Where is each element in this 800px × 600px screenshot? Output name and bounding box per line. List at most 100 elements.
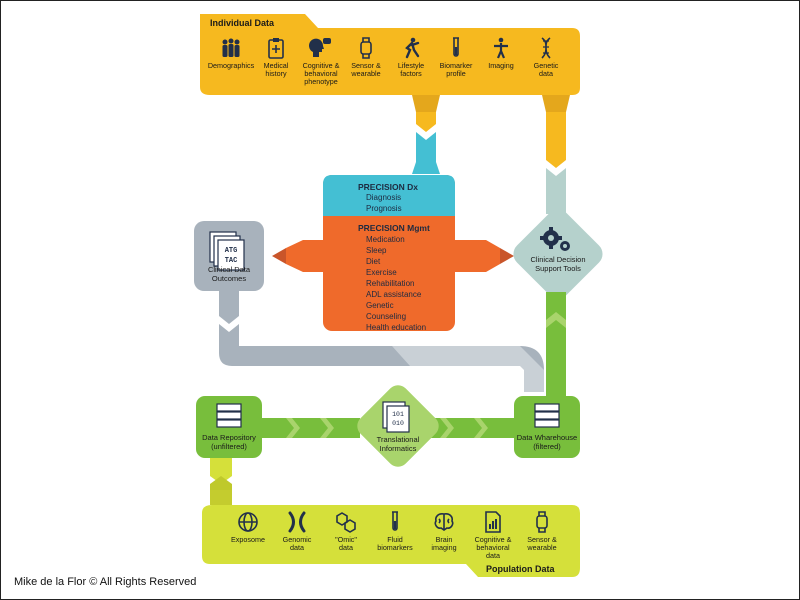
data-source-item: Genomic data (269, 510, 325, 552)
precision-mgmt-item: Medication (366, 235, 405, 244)
decision-support-label: Clinical Decision Support Tools (530, 255, 586, 273)
precision-mgmt-item: Diet (366, 257, 381, 266)
right-column-yellow (546, 112, 566, 168)
precision-mgmt-title: PRECISION Mgmt (358, 223, 430, 233)
data-source-label: Biomarker profile (439, 61, 473, 78)
data-source-item: Medical history (248, 36, 304, 78)
smartwatch-icon (536, 511, 548, 533)
data-source-label: Brain imaging (431, 535, 457, 552)
green-chevron-4 (474, 418, 488, 438)
panel-connector-left (412, 95, 440, 112)
data-source-item: Genetic data (518, 36, 574, 78)
head-speech-icon (309, 38, 331, 57)
body-scan-icon (494, 37, 508, 59)
data-source-item: Lifestyle factors (383, 36, 439, 78)
atg-text-line-1: ATG (225, 247, 238, 255)
data-source-label: Genomic data (282, 535, 312, 552)
lime-connector-dark (210, 490, 232, 505)
precision-mgmt-item: Sleep (366, 246, 387, 255)
individual-data-title: Individual Data (210, 18, 275, 28)
precision-dx-item: Prognosis (366, 203, 402, 213)
binary-text-line-2: 010 (392, 420, 404, 427)
lime-connector (210, 458, 232, 484)
copyright-credit: Mike de la Flor © All Rights Reserved (14, 576, 197, 588)
data-source-label: Exposome (231, 535, 265, 544)
data-source-label: Genetic data (533, 61, 559, 78)
green-chevron-2 (320, 418, 334, 438)
globe-icon (238, 512, 258, 532)
gray-flow-highlight (392, 346, 544, 392)
document-stack-icon: ATG TAC (209, 231, 245, 271)
warehouse-label: Data Wharehouse (filtered) (516, 433, 578, 451)
arrow-support-to-mgmt (455, 240, 500, 272)
precision-mgmt-item: Rehabilitation (366, 279, 415, 288)
exercise-person-icon (405, 37, 420, 59)
arrow-mgmt-to-outcomes-head (272, 248, 286, 264)
data-repository-label: Data Repository (unfiltered) (202, 433, 256, 451)
data-source-item: Imaging (473, 36, 529, 70)
data-source-item: Biomarker profile (428, 36, 484, 78)
data-source-item: Brain imaging (416, 510, 472, 552)
gray-flow-across (219, 324, 544, 392)
data-source-label: Medical history (263, 61, 289, 78)
data-source-item: Demographics (203, 36, 259, 70)
lime-connector-chevron (210, 476, 232, 490)
panel-connector-right (542, 95, 570, 112)
data-source-label: Cognitive & behavioral phenotype (302, 61, 340, 86)
molecule-icon (336, 512, 356, 533)
data-source-item: Cognitive & behavioral phenotype (293, 36, 349, 86)
arrow-individual-to-dx-yellow (416, 112, 436, 132)
data-source-item: "Omic" data (318, 510, 374, 552)
right-column-green (546, 292, 566, 396)
smartwatch-icon (360, 37, 372, 59)
data-source-label: Fluid biomarkers (377, 535, 413, 552)
server-icon-repository (216, 403, 242, 428)
clinical-outcomes-label: Clinical Data Outcomes (207, 265, 251, 283)
data-source-item: Fluid biomarkers (367, 510, 423, 552)
data-source-item: Exposome (220, 510, 276, 544)
brain-icon (434, 513, 454, 531)
precision-dx-header (323, 175, 455, 216)
right-column-green-chevron (546, 312, 566, 328)
data-source-label: Sensor & wearable (351, 61, 381, 78)
data-source-label: Lifestyle factors (397, 61, 425, 78)
green-chevron-1 (286, 418, 300, 438)
data-source-item: Sensor & wearable (338, 36, 394, 78)
test-tube-icon (453, 37, 459, 57)
data-source-label: Cognitive & behavioral data (474, 535, 512, 560)
green-flow-left (262, 418, 360, 438)
precision-mgmt-item: ADL assistance (366, 290, 422, 299)
precision-dx-item: Diagnosis (366, 193, 402, 202)
gray-flow-down (219, 291, 239, 324)
data-source-label: "Omic" data (335, 535, 357, 552)
dna-icon (541, 37, 551, 59)
arrow-individual-to-dx-teal (412, 132, 440, 174)
precision-dx-title: PRECISION Dx (358, 182, 418, 192)
document-chart-icon (485, 511, 501, 533)
data-source-label: Imaging (488, 61, 514, 70)
precision-mgmt-item: Counseling (366, 312, 407, 321)
individual-data-panel (200, 14, 580, 95)
green-chevron-3 (440, 418, 454, 438)
data-source-label: Demographics (207, 61, 255, 70)
binary-text-line-1: 101 (392, 411, 404, 418)
data-source-item: Cognitive & behavioral data (465, 510, 521, 560)
clipboard-icon (268, 38, 284, 59)
precision-mgmt-item: Health education (366, 323, 427, 332)
arrow-support-to-mgmt-head (500, 248, 514, 264)
test-tube-icon (392, 511, 398, 531)
precision-mgmt-item: Genetic (366, 301, 394, 310)
people-group-icon (222, 38, 240, 57)
binary-document-icon: 101 010 (382, 401, 410, 433)
translational-label: Translational Informatics (376, 435, 420, 453)
server-icon-warehouse (534, 403, 560, 428)
population-data-title: Population Data (486, 564, 555, 574)
green-flow-right (430, 418, 514, 438)
decision-support-node (513, 209, 603, 299)
arrow-mgmt-to-outcomes (286, 240, 323, 272)
data-source-item: Sensor & wearable (514, 510, 570, 552)
precision-mgmt-item: Exercise (366, 268, 397, 277)
chromosome-icon (288, 511, 306, 533)
